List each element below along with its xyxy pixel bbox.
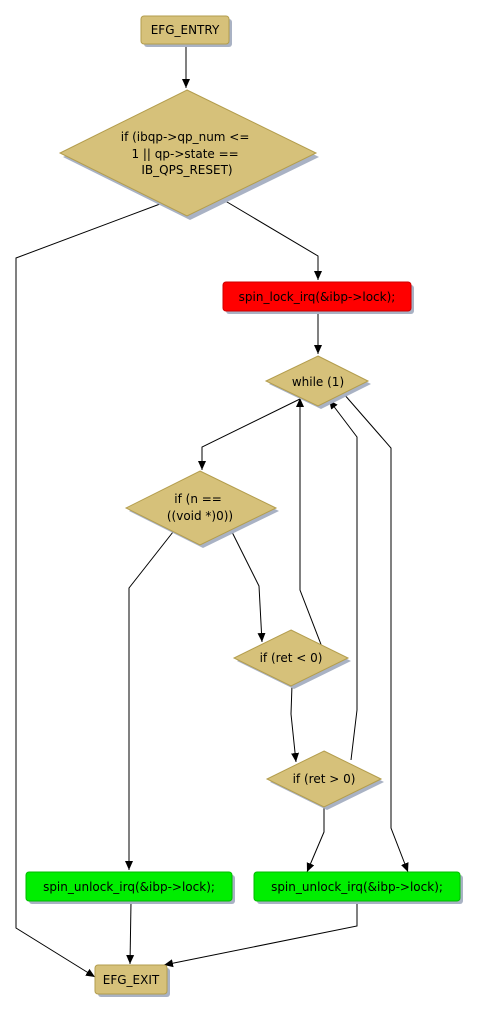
node-unlock-right-label: spin_unlock_irq(&ibp->lock);	[271, 880, 443, 894]
edge-cond-to-exit	[15, 203, 161, 978]
node-while: while (1)	[264, 355, 371, 409]
node-entry-label: EFG_ENTRY	[151, 23, 220, 37]
node-lock-label: spin_lock_irq(&ibp->lock);	[239, 290, 396, 304]
node-unlock-left-label: spin_unlock_irq(&ibp->lock);	[43, 880, 215, 894]
node-if-n: if (n == ((void *)0))	[124, 470, 279, 548]
node-cond-qp: if (ibqp->qp_num <= 1 || qp->state == IB…	[58, 89, 319, 220]
edge-while-to-if-n	[198, 397, 303, 470]
edge-if-ret-gt-to-unlock-right	[306, 806, 325, 873]
edge-while-to-unlock-right	[342, 392, 409, 873]
node-while-label: while (1)	[292, 375, 344, 389]
node-if-ret-lt-label: if (ret < 0)	[260, 651, 323, 665]
node-if-n-line-1: if (n ==	[174, 492, 222, 506]
node-if-n-label: if (n == ((void *)0))	[167, 492, 233, 523]
edge-unlock-right-to-exit	[163, 902, 358, 968]
edge-if-n-to-unlock-left	[125, 531, 174, 870]
node-cond-qp-line-3: IB_QPS_RESET)	[141, 163, 232, 177]
node-if-n-line-2: ((void *)0))	[167, 509, 233, 523]
edge-if-ret-lt-to-if-ret-gt	[290, 684, 300, 763]
edges	[15, 46, 409, 978]
node-if-ret-lt: if (ret < 0)	[232, 629, 351, 689]
edge-cond-to-lock	[221, 198, 322, 280]
node-cond-qp-line-1: if (ibqp->qp_num <=	[121, 130, 250, 144]
edge-if-n-to-if-ret-lt	[230, 529, 266, 643]
node-entry: EFG_ENTRY	[140, 15, 232, 47]
node-if-ret-gt: if (ret > 0)	[265, 750, 384, 810]
node-lock: spin_lock_irq(&ibp->lock);	[222, 281, 414, 314]
node-exit-label: EFG_EXIT	[103, 973, 160, 987]
edge-unlock-left-to-exit	[126, 901, 135, 965]
node-cond-qp-line-2: 1 || qp->state ==	[131, 147, 238, 161]
node-unlock-left: spin_unlock_irq(&ibp->lock);	[25, 871, 235, 904]
edge-if-ret-gt-to-while	[328, 399, 358, 761]
node-exit: EFG_EXIT	[94, 964, 170, 997]
node-unlock-right: spin_unlock_irq(&ibp->lock);	[253, 871, 463, 904]
edge-if-ret-lt-to-while	[296, 398, 323, 648]
nodes: EFG_ENTRY if (ibqp->qp_num <= 1 || qp->s…	[25, 15, 463, 997]
node-if-ret-gt-label: if (ret > 0)	[293, 772, 356, 786]
node-cond-qp-label: if (ibqp->qp_num <= 1 || qp->state == IB…	[121, 130, 254, 177]
